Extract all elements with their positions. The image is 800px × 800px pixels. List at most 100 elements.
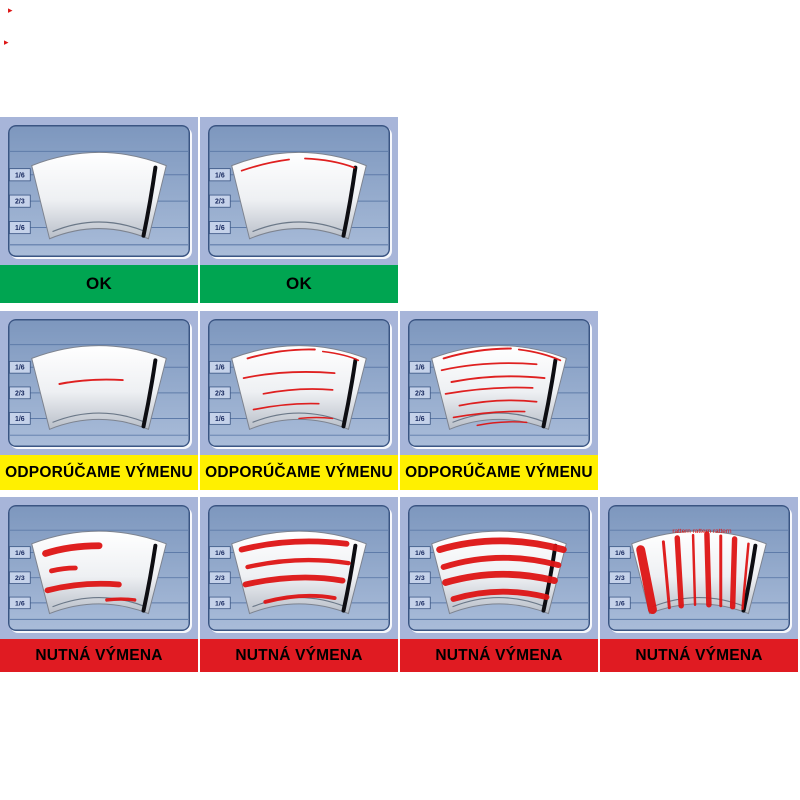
- wiper-blade: [541, 358, 558, 429]
- status-label: ODPORÚČAME VÝMENU: [205, 463, 393, 481]
- scale-tab-label: 1/6: [215, 550, 225, 557]
- wiped-area-fan: [231, 530, 367, 615]
- fan-inner-arc: [652, 596, 746, 608]
- wear-streak: [263, 593, 337, 604]
- wiped-area-fan: [231, 345, 367, 430]
- wiper-blade: [341, 165, 358, 238]
- scale-tab-label: 2/3: [215, 390, 225, 397]
- scale-tab-label: 1/6: [415, 416, 425, 423]
- wear-streak: [436, 537, 567, 553]
- scale-tab-label: 1/6: [415, 550, 425, 557]
- wear-streak: [674, 535, 684, 609]
- chart-row-replace: 1/6 2/3 1/6 NUTNÁ VÝMENA 1/6 2/3 1/6 NUTNÁ V…: [0, 497, 798, 672]
- wear-streak: [44, 580, 122, 594]
- wear-streak: [242, 371, 336, 379]
- scale-tab-label: 1/6: [215, 416, 225, 423]
- wear-streak: [450, 588, 550, 602]
- wiper-blade: [141, 165, 158, 238]
- wiper-sweep-panel: 1/6 2/3 1/6: [400, 497, 598, 639]
- wiper-test-cell: 1/6 2/3 1/6 ODPORÚČAME VÝMENU: [0, 311, 198, 490]
- wear-streak: [741, 542, 750, 610]
- scale-tab-label: 1/6: [15, 550, 25, 557]
- wear-streak: [321, 350, 360, 362]
- wiper-blade: [341, 543, 358, 613]
- wear-streak: [240, 158, 290, 172]
- scale-tab-label: 2/3: [215, 199, 225, 206]
- status-label: NUTNÁ VÝMENA: [435, 646, 563, 664]
- wear-streak: [704, 531, 712, 608]
- wear-streak: [729, 536, 738, 610]
- status-bar: ODPORÚČAME VÝMENU: [400, 455, 598, 490]
- status-bar: OK: [0, 265, 198, 303]
- status-bar: NUTNÁ VÝMENA: [200, 639, 398, 672]
- wear-streak: [661, 540, 671, 610]
- wear-streak: [442, 347, 512, 360]
- scale-tab-label: 1/6: [15, 365, 25, 372]
- wear-streak: [242, 574, 346, 588]
- wiper-blade: [141, 543, 158, 613]
- wear-streak: [636, 545, 657, 615]
- wear-streak: [517, 348, 562, 362]
- wiped-area-fan: [231, 151, 367, 240]
- fan-inner-arc: [52, 412, 146, 423]
- scale-tab-label: 1/6: [415, 600, 425, 607]
- wiped-area-fan: [31, 151, 167, 240]
- status-label: ODPORÚČAME VÝMENU: [405, 463, 593, 481]
- status-bar: NUTNÁ VÝMENA: [0, 639, 198, 672]
- status-label: NUTNÁ VÝMENA: [235, 646, 363, 664]
- chart-row-recommend: 1/6 2/3 1/6 ODPORÚČAME VÝMENU 1/6 2/3 1/6 OD…: [0, 311, 598, 490]
- wiper-sweep-panel: 1/6 2/3 1/6: [0, 311, 198, 455]
- scale-tab-label: 1/6: [615, 550, 625, 557]
- wear-streak: [691, 533, 697, 607]
- status-label: OK: [286, 274, 312, 293]
- scale-tab-label: 1/6: [15, 600, 25, 607]
- scale-tab-label: 2/3: [415, 575, 425, 582]
- wiper-sweep-graphic: 1/6 2/3 1/6: [408, 505, 590, 631]
- wear-streak: [452, 410, 526, 419]
- scale-tab-label: 1/6: [215, 600, 225, 607]
- print-mark: ▸: [8, 5, 13, 15]
- status-bar: NUTNÁ VÝMENA: [400, 639, 598, 672]
- wear-streak: [49, 565, 78, 574]
- scale-tab-label: 1/6: [15, 416, 25, 423]
- sweep-panel-frame: 1/6 2/3 1/6: [408, 505, 590, 631]
- fan-inner-arc: [52, 596, 146, 608]
- scale-tab-label: 1/6: [15, 225, 25, 232]
- status-label: NUTNÁ VÝMENA: [35, 646, 163, 664]
- wear-streak: [42, 542, 103, 557]
- sweep-panel-frame: 1/6 2/3 1/6: [8, 505, 190, 631]
- fan-inner-arc: [52, 221, 146, 233]
- wiped-area-fan: [31, 345, 167, 430]
- wiper-sweep-graphic: 1/62/31/6: [8, 125, 190, 257]
- status-bar: OK: [200, 265, 398, 303]
- status-label: NUTNÁ VÝMENA: [635, 646, 763, 664]
- wiper-sweep-graphic: 1/62/31/6: [208, 125, 390, 257]
- wiper-test-cell: 1/6 2/3 1/6 NUTNÁ VÝMENA: [400, 497, 598, 672]
- sweep-panel-frame: 1/6 2/3 1/6: [8, 319, 190, 447]
- scale-tab-label: 2/3: [15, 390, 25, 397]
- wear-streak: [58, 378, 124, 385]
- status-label: OK: [86, 274, 112, 293]
- scale-tab-label: 2/3: [15, 575, 25, 582]
- wear-streak: [440, 362, 538, 372]
- wear-streak: [298, 416, 334, 420]
- status-bar: ODPORÚČAME VÝMENU: [0, 455, 198, 490]
- fan-inner-arc: [252, 412, 346, 423]
- status-label: ODPORÚČAME VÝMENU: [5, 463, 193, 481]
- wiper-sweep-graphic: 1/62/31/6: [208, 505, 390, 631]
- wear-streak: [444, 386, 534, 395]
- wiper-sweep-graphic: 1/6 2/3 1/6: [8, 505, 190, 631]
